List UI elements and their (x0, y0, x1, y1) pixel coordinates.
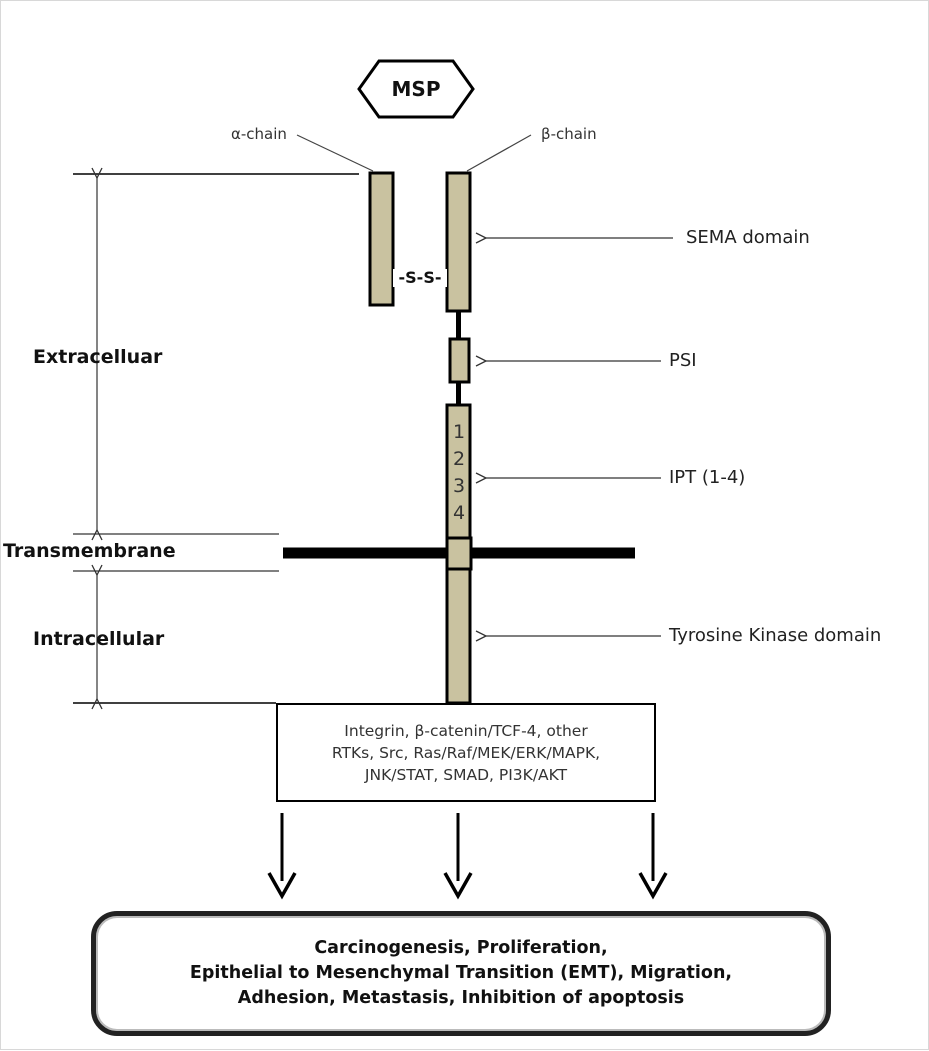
alpha-chain-leader (296, 134, 374, 172)
kinase-domain-bar (445, 567, 472, 705)
ipt-number-3: 3 (452, 475, 466, 497)
region-transmembrane: Transmembrane (3, 540, 176, 562)
ipt-number-4: 4 (452, 502, 466, 524)
psi-domain-box (448, 337, 471, 384)
msp-hexagon (357, 59, 475, 119)
beta-chain-leader (466, 134, 532, 172)
sema-domain-bar (445, 171, 472, 313)
downstream-arrow-left (267, 813, 297, 900)
kinase-domain-label: Tyrosine Kinase domain (669, 625, 882, 646)
region-extracellular: Extracelluar (33, 346, 163, 368)
beta-chain-label: β-chain (541, 125, 597, 143)
pathway-line: JNK/STAT, SMAD, PI3K/AKT (364, 765, 568, 784)
sema-domain-label: SEMA domain (686, 227, 810, 248)
pathway-line: RTKs, Src, Ras/Raf/MEK/ERK/MAPK, (331, 743, 601, 762)
downstream-arrow-middle (443, 813, 473, 900)
alpha-chain-bar (368, 171, 395, 307)
ipt-domain-label: IPT (1-4) (669, 467, 746, 488)
downstream-arrow-right (638, 813, 668, 900)
region-intracellular: Intracellular (33, 628, 165, 650)
psi-domain-label: PSI (669, 350, 697, 371)
signaling-pathways-box: Integrin, β-catenin/TCF-4, other RTKs, S… (276, 703, 656, 802)
outcome-line: Epithelial to Mesenchymal Transition (EM… (189, 963, 733, 983)
outcome-line: Carcinogenesis, Proliferation, (314, 938, 608, 958)
outcomes-box: Carcinogenesis, Proliferation, Epithelia… (91, 911, 831, 1036)
transmembrane-segment (445, 536, 473, 571)
msp-label: MSP (391, 77, 441, 101)
alpha-chain-label: α-chain (231, 125, 287, 143)
ipt-number-1: 1 (452, 421, 466, 443)
pathway-line: Integrin, β-catenin/TCF-4, other (344, 721, 588, 740)
outcome-line: Adhesion, Metastasis, Inhibition of apop… (237, 988, 685, 1008)
disulfide-label: -S-S- (393, 269, 447, 287)
ipt-number-2: 2 (452, 448, 466, 470)
